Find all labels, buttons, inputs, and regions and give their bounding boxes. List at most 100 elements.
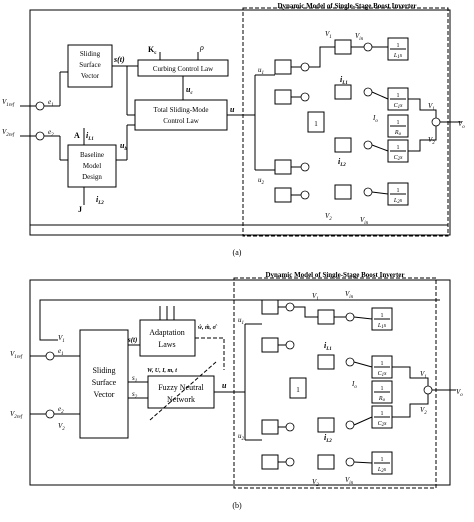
b-w-m-sigma-label: ŵ, m̂, σ̂ — [197, 325, 218, 331]
a-sliding-surface-block — [67, 44, 113, 88]
b-tf-L1s: 1 L1s — [371, 307, 393, 331]
a-u-label: u — [230, 105, 235, 114]
b-dynamic-title: Dynamic Model of Single-Stage Boost Inve… — [265, 271, 404, 279]
b-dynamic-model-box — [233, 277, 437, 489]
b-adaptation-text-1: Adaptation — [149, 328, 185, 337]
a-mult-1 — [274, 59, 292, 75]
svg-text:1: 1 — [397, 120, 400, 126]
a-mult-5 — [334, 39, 352, 55]
b-adaptation-block — [139, 319, 196, 357]
svg-text:1: 1 — [381, 361, 384, 367]
a-il2-in-label: iL2 — [96, 195, 104, 206]
b-mult-2 — [261, 337, 279, 353]
b-mult-4 — [261, 454, 279, 470]
b-st-label: s(t) — [127, 336, 137, 344]
b-one-block — [289, 377, 307, 399]
a-u1-label: u1 — [258, 66, 264, 76]
b-summing-junction-1 — [45, 351, 55, 361]
b-il1-label: iL1 — [324, 341, 332, 352]
b-tf-C1s: 1 C1s — [371, 355, 393, 379]
a-V2-out-label: V2 — [428, 136, 435, 146]
b-one-text: 1 — [296, 386, 300, 394]
a-summing-junction-1 — [35, 101, 45, 111]
a-A-label: A — [74, 131, 80, 140]
svg-text:C1s: C1s — [394, 103, 404, 110]
a-curbing-text: Curbing Control Law — [153, 65, 214, 73]
b-mult-7 — [317, 417, 335, 433]
b-sliding-text-2: Surface — [92, 378, 117, 387]
svg-text:1: 1 — [381, 457, 384, 463]
b-u2-label: u2 — [238, 432, 245, 442]
b-V2-bottom-label: V2 — [312, 478, 319, 488]
svg-text:C2s: C2s — [394, 155, 404, 162]
b-v1ref-label: V1ref — [10, 350, 23, 360]
a-rho-label: ρ — [199, 43, 204, 52]
a-uc-label: uc — [186, 85, 193, 96]
a-u2-label: u2 — [258, 176, 265, 186]
a-tf-Ro: 1 Ro — [387, 114, 409, 138]
b-u-label: u — [222, 381, 227, 390]
b-tf-L2s: 1 L2s — [371, 451, 393, 475]
b-mult-6 — [317, 354, 335, 370]
a-total-text-2: Control Law — [163, 117, 200, 125]
b-adaptation-text-2: Laws — [158, 340, 175, 349]
b-s1-label: s1 — [132, 374, 137, 384]
b-vin-top-label: Vin — [345, 290, 354, 300]
svg-text:L1s: L1s — [393, 53, 403, 60]
svg-text:1: 1 — [397, 93, 400, 99]
a-io-label: Io — [372, 114, 378, 124]
svg-text:C2s: C2s — [378, 421, 388, 428]
b-mult-8 — [317, 454, 335, 470]
a-baseline-text-1: Baseline — [80, 151, 104, 159]
b-il2-label: iL2 — [324, 433, 332, 444]
b-V2-fb-label: V2 — [58, 422, 65, 432]
a-vin-bottom-label: Vin — [360, 216, 369, 226]
b-u1-label: u1 — [238, 316, 244, 326]
a-mult-4 — [274, 187, 292, 203]
b-s2-label: s2 — [132, 390, 138, 400]
a-one-text: 1 — [314, 120, 318, 128]
b-fuzzy-text-2: Network — [167, 395, 195, 404]
diagram-a-frame — [29, 9, 451, 236]
svg-text:Ro: Ro — [394, 130, 402, 137]
b-V1-fb-label: V1 — [58, 334, 65, 344]
b-tf-Ro: 1 Ro — [371, 380, 393, 404]
a-il2-label: iL2 — [338, 157, 346, 168]
a-one-block — [307, 111, 325, 133]
b-Vo-label: Vo — [456, 388, 463, 398]
svg-text:1: 1 — [381, 313, 384, 319]
a-mult-7 — [334, 137, 352, 153]
b-summing-junction-2 — [45, 409, 55, 419]
a-mult-2 — [274, 89, 292, 105]
svg-text:1: 1 — [397, 43, 400, 49]
b-vin-bottom-label: Vin — [345, 476, 354, 486]
a-Vo-label: Vo — [458, 120, 465, 130]
a-v1ref-label: V1ref — [2, 98, 15, 108]
a-il1-in-label: iL1 — [86, 131, 94, 142]
b-mult-5 — [317, 309, 335, 325]
a-ub-label: ub — [120, 141, 127, 152]
diagram-b: Dynamic Model of Single-Stage Boost Inve… — [10, 271, 463, 510]
a-total-text-1: Total Sliding-Mode — [154, 106, 209, 114]
a-tf-C2s: 1 C2s — [387, 139, 409, 163]
diagram-b-frame — [29, 279, 451, 486]
a-dynamic-title: Dynamic Model of Single-Stage Boost Inve… — [277, 2, 416, 10]
b-e2-label: e2 — [58, 405, 64, 415]
a-sliding-text-3: Vector — [81, 72, 100, 80]
svg-text:1: 1 — [397, 188, 400, 194]
svg-text:1: 1 — [397, 145, 400, 151]
b-e1-label: e1 — [58, 347, 64, 357]
a-summing-junction-2 — [35, 131, 45, 141]
b-mult-3 — [261, 419, 279, 435]
a-sliding-text-2: Surface — [79, 61, 100, 69]
diagram-a: Dynamic Model of Single-Stage Boost Inve… — [2, 2, 465, 257]
b-tf-C2s: 1 C2s — [371, 405, 393, 429]
a-J-label: J — [78, 205, 82, 214]
svg-text:1: 1 — [381, 411, 384, 417]
a-mult-3 — [274, 159, 292, 175]
a-baseline-text-3: Design — [82, 173, 102, 181]
b-fuzzy-text-1: Fuzzy Neutral — [158, 383, 204, 392]
a-tf-C1s: 1 C1s — [387, 87, 409, 111]
svg-text:C1s: C1s — [378, 371, 388, 378]
